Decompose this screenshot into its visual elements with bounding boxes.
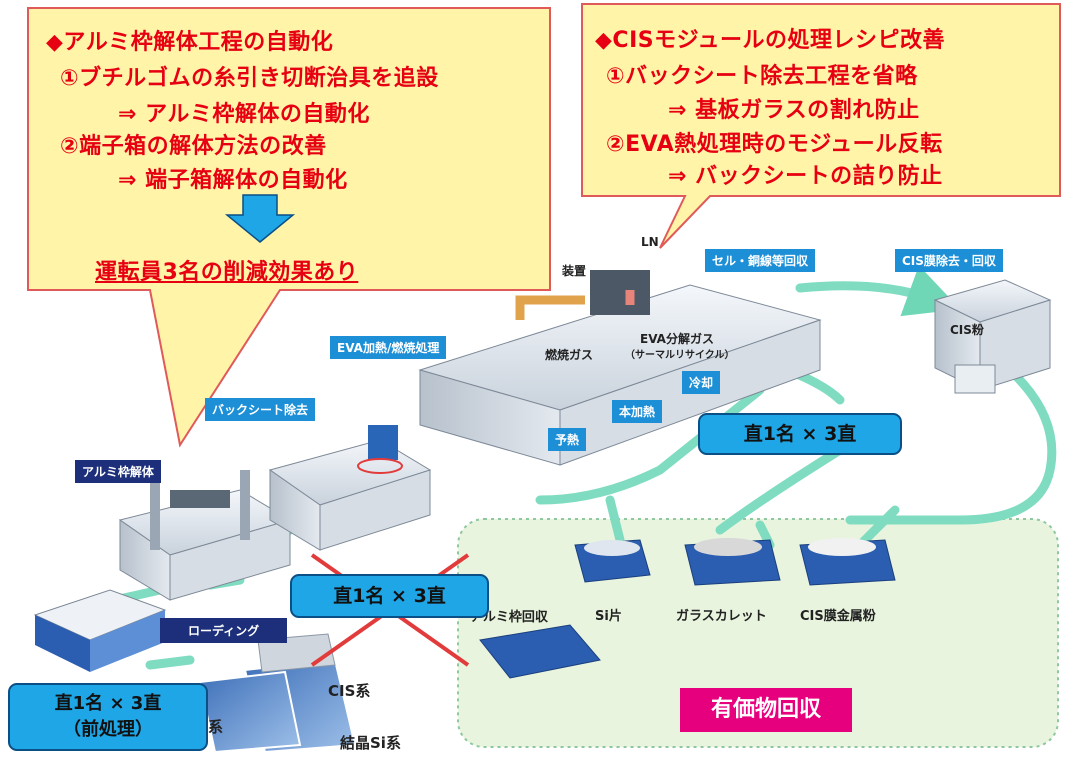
stage-yonetsu: 予熱 [548, 428, 587, 451]
callout-right-shape [581, 3, 1061, 249]
staff-box-left-line1: 直1名 × 3直 [54, 693, 162, 714]
stage-backsheet: バックシート除去 [205, 398, 316, 421]
product-cis-metal: CIS膜金属粉 [800, 609, 876, 624]
product-si: Si片 [595, 609, 622, 624]
stage-cis-removal: CIS膜除去・回収 [895, 249, 1003, 272]
panel-si-label: 結晶Si系 [340, 734, 401, 752]
panel-kei-label: 系 [208, 718, 224, 736]
loading-stack [33, 589, 167, 672]
value-recovery-label: 有価物回収 [680, 688, 852, 732]
stage-cis-powder: CIS粉 [950, 323, 984, 337]
callout-right-item1-result: ⇒ 基板ガラスの割れ防止 [668, 98, 920, 123]
callout-left-effect: 運転員3名の削減効果あり [95, 260, 359, 285]
product-glass: ガラスカレット [676, 609, 767, 624]
callout-left-shape [27, 7, 551, 448]
recovery-bins [479, 538, 896, 679]
callout-left-item1-result: ⇒ アルミ枠解体の自動化 [118, 102, 370, 127]
stage-cell-recovery: セル・銅線等回収 [705, 249, 816, 272]
stage-reikyaku: 冷却 [682, 371, 721, 394]
staff-box-center: 直1名 × 3直 [290, 574, 489, 618]
backsheet-machine [268, 425, 432, 551]
callout-right-title: ◆CISモジュールの処理レシピ改善 [595, 28, 946, 53]
alumi-machine [118, 470, 292, 601]
stage-eva-gas: EVA分解ガス [640, 332, 714, 346]
callout-left-title: ◆アルミ枠解体工程の自動化 [46, 30, 334, 55]
staff-box-left-line2: （前処理） [63, 719, 153, 740]
callout-left-item1: ①ブチルゴムの糸引き切断治具を追設 [60, 66, 439, 91]
staff-box-right-text: 直1名 × 3直 [743, 423, 857, 445]
stage-eva: EVA加熱/燃焼処理 [330, 336, 447, 359]
stage-honkanetsu: 本加熱 [612, 400, 663, 423]
callout-left-item2-result: ⇒ 端子箱解体の自動化 [118, 168, 348, 193]
stage-nensho-gas: 燃焼ガス [545, 348, 594, 362]
cis-machine [933, 279, 1052, 394]
callout-right-item1: ①バックシート除去工程を省略 [606, 64, 918, 89]
panel-cis-label: CIS系 [328, 682, 371, 700]
down-arrow-icon [224, 194, 296, 243]
staff-box-center-text: 直1名 × 3直 [333, 585, 446, 607]
product-alumi: アルミ枠回収 [470, 610, 548, 625]
callout-right-item2: ②EVA熱処理時のモジュール反転 [606, 132, 943, 157]
stage-eva-gas-sub: （サーマルリサイクル） [625, 350, 735, 361]
callout-right-item2-result: ⇒ バックシートの詰り防止 [668, 164, 943, 189]
stage-ln: LN [641, 235, 659, 249]
stage-souchi: 装置 [562, 264, 587, 278]
staff-box-left: 直1名 × 3直 （前処理） [8, 683, 208, 751]
callout-left-item2: ②端子箱の解体方法の改善 [60, 134, 327, 159]
staff-box-right: 直1名 × 3直 [698, 413, 902, 455]
stage-alumi-kaitai: アルミ枠解体 [75, 460, 161, 483]
stage-loading: ローディング [160, 618, 288, 643]
